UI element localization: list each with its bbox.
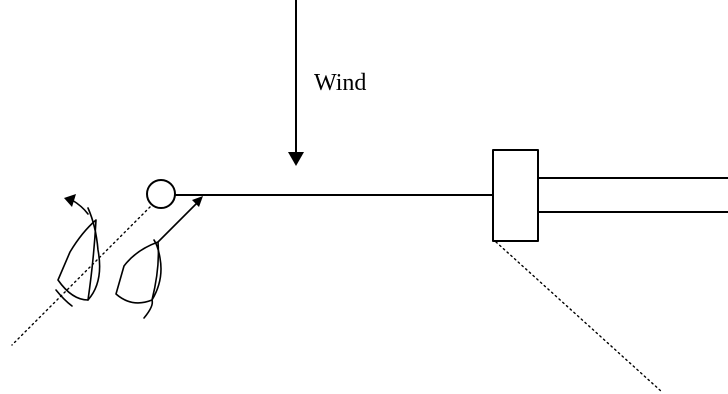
layline-right	[495, 241, 663, 393]
boat-left-hull	[57, 219, 97, 301]
boat-left-turn-arrow	[71, 199, 89, 215]
buoy-mark	[146, 179, 176, 209]
boat-right-course-line	[157, 203, 197, 243]
wind-arrow-head	[288, 152, 304, 166]
boat-right-course-arrowhead	[192, 196, 203, 207]
boat-right-wake	[143, 299, 154, 319]
boat-right-sail	[151, 239, 162, 301]
boat-left-wake	[55, 289, 73, 307]
committee-boat-box	[492, 149, 539, 242]
layline-left	[11, 206, 151, 346]
boat-right-hull	[115, 241, 160, 304]
wind-arrow	[288, 0, 304, 166]
boat-left	[55, 194, 101, 307]
wind-label: Wind	[314, 70, 366, 96]
boat-left-sail	[87, 207, 101, 301]
boat-right	[115, 196, 203, 319]
boat-left-turn-arrowhead	[64, 194, 76, 207]
